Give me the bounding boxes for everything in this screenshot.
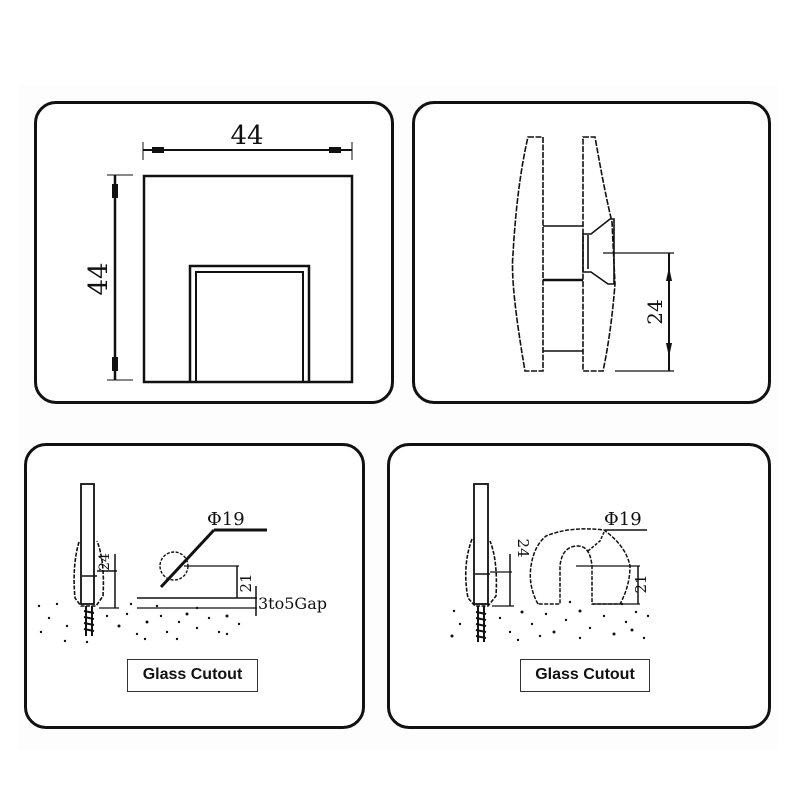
cutout-height-dimension-label: 21 xyxy=(632,574,650,593)
cutout-diameter-label: Φ19 xyxy=(604,509,642,530)
ground-pattern xyxy=(450,600,650,642)
u-cutout-drawing: 24 Φ19 21 xyxy=(450,483,650,642)
hole-height-dimension-label: 21 xyxy=(237,573,255,592)
panel-top-view: 44 44 xyxy=(34,101,394,404)
bolt-height-dimension-label: 24 xyxy=(643,299,667,324)
width-dimension-label: 44 xyxy=(230,121,263,151)
glass-cutout-caption: Glass Cutout xyxy=(127,659,258,692)
side-view-drawing: 24 xyxy=(511,136,674,372)
panel-glass-cutout-u: 24 Φ19 21 Glass Cutout xyxy=(387,443,771,729)
panel-side-view: 24 xyxy=(412,101,771,404)
gap-dimension-label: 3to5Gap xyxy=(258,594,327,613)
clamp-height-dimension-label: 24 xyxy=(514,538,532,557)
ground-pattern xyxy=(37,602,241,644)
height-dimension-label: 44 xyxy=(84,262,114,295)
top-view-drawing: 44 44 xyxy=(84,121,354,384)
hole-diameter-label: Φ19 xyxy=(207,509,245,530)
glass-cutout-caption: Glass Cutout xyxy=(520,659,650,692)
clamp-height-dimension-label: 24 xyxy=(97,553,113,571)
hole-cutout-drawing: 24 Φ19 21 3to5Gap xyxy=(37,483,327,644)
panel-glass-cutout-hole: 24 Φ19 21 3to5Gap Glass Cutout xyxy=(24,443,365,729)
